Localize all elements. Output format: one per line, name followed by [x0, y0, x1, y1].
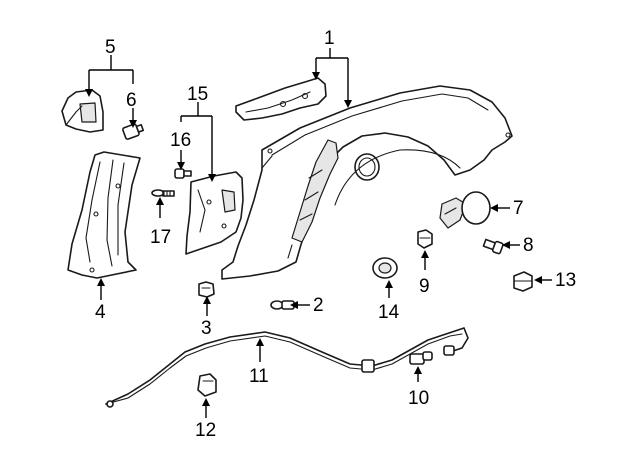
callout-13: 13: [555, 270, 576, 291]
bolt-8: [482, 238, 504, 255]
screw-16: [174, 168, 192, 179]
callout-7: 7: [513, 198, 524, 219]
inner-liner: [185, 171, 244, 255]
clip-3: [198, 281, 215, 298]
callout-4: 4: [95, 302, 106, 323]
callout-12: 12: [195, 420, 216, 441]
bracket: [61, 89, 104, 133]
screw-17: [151, 189, 175, 197]
release-cable: [105, 327, 469, 408]
upper-rail: [235, 77, 327, 121]
callout-16: 16: [170, 130, 191, 151]
quarter-panel: [221, 85, 513, 280]
callout-labels: 1 2 3 4 5 6 7 8 9 10 11 12 13 14 15 16 1…: [95, 28, 576, 441]
cap-13: [513, 271, 533, 292]
connector-10: [409, 351, 433, 365]
callout-14: 14: [378, 302, 400, 323]
bolt-6: [122, 123, 145, 140]
callout-8: 8: [523, 235, 534, 256]
callout-3: 3: [201, 318, 212, 339]
bolt-2: [270, 300, 295, 310]
callout-6: 6: [126, 90, 137, 111]
callout-2: 2: [313, 295, 324, 316]
callout-15: 15: [187, 84, 208, 105]
leader-lines: [85, 48, 552, 418]
callout-17: 17: [150, 227, 171, 248]
grommet-14: [372, 257, 398, 279]
clip-9: [417, 229, 433, 249]
fuel-door: [439, 191, 491, 229]
callout-10: 10: [408, 388, 429, 409]
clip-12: [197, 373, 217, 397]
callout-5: 5: [105, 37, 116, 58]
callout-11: 11: [249, 366, 269, 387]
callout-1: 1: [324, 28, 335, 49]
pillar-panel: [67, 151, 141, 279]
callout-9: 9: [419, 276, 430, 297]
